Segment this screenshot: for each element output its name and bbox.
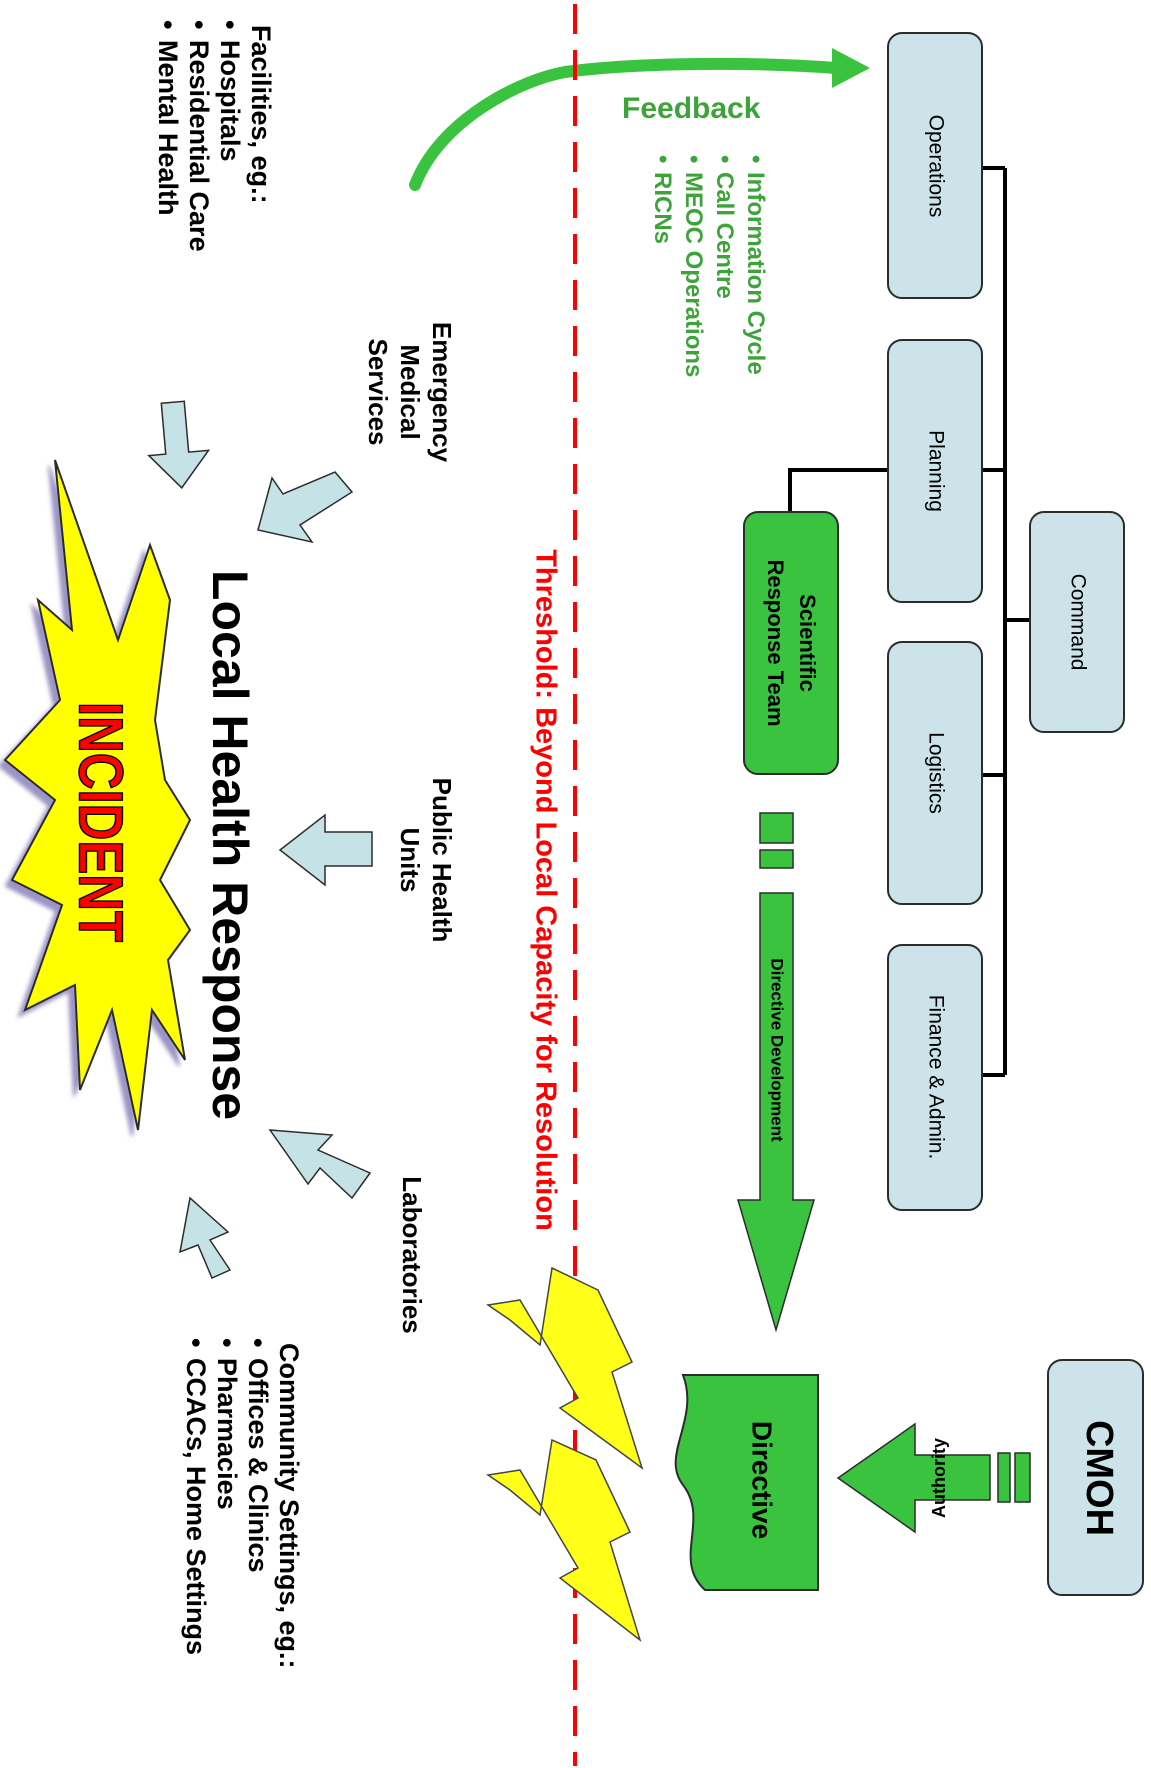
arrow-community bbox=[179, 1196, 232, 1279]
ics-label-operations: Operations bbox=[924, 115, 947, 218]
community-title: Community Settings, eg.: bbox=[274, 1343, 304, 1669]
facilities-bullet-2: • bbox=[184, 20, 214, 29]
feedback-bullet-2: • bbox=[711, 155, 738, 163]
community-bullet-2: • bbox=[212, 1338, 242, 1347]
ems-line-3: Services bbox=[363, 339, 393, 446]
scientific-team-line2: Response Team bbox=[763, 559, 788, 726]
scientific-team-line1: Scientific bbox=[795, 594, 820, 692]
cmoh-box: CMOH bbox=[1047, 1359, 1144, 1596]
ems-label: Emergency Medical Services bbox=[363, 322, 457, 463]
directive-label: Directive bbox=[747, 1421, 778, 1539]
threshold-group: Threshold: Beyond Local Capacity for Res… bbox=[529, 4, 577, 1766]
ics-label-logistics: Logistics bbox=[924, 732, 947, 814]
feedback-title: Feedback bbox=[622, 92, 761, 125]
ics-label-finance: Finance & Admin. bbox=[924, 995, 947, 1160]
incident-starburst-shape bbox=[3, 459, 192, 1131]
facilities-item-3: Mental Health bbox=[153, 40, 183, 216]
feedback-item-4: RICNs bbox=[649, 172, 676, 244]
community-bullet-3: • bbox=[181, 1338, 211, 1347]
scientific-response-team-box: Scientific Response Team bbox=[743, 511, 839, 775]
threshold-label: Threshold: Beyond Local Capacity for Res… bbox=[529, 549, 561, 1231]
ics-box-command: Command bbox=[1029, 511, 1125, 733]
community-bullet-1: • bbox=[243, 1338, 273, 1347]
arrow-laboratories bbox=[268, 1129, 372, 1200]
feedback-bullet-3: • bbox=[680, 155, 707, 163]
public-health-line-1: Public Health bbox=[427, 778, 457, 943]
community-item-1: Offices & Clinics bbox=[243, 1358, 273, 1573]
feedback-group: Feedback • Information Cycle • Call Cent… bbox=[409, 48, 870, 377]
feedback-arrowhead bbox=[832, 48, 870, 88]
authority-arrow: Authority bbox=[836, 1422, 1031, 1534]
feedback-bullet-4: • bbox=[649, 155, 676, 163]
public-health-units-label: Public Health Units bbox=[395, 778, 457, 943]
ems-line-1: Emergency bbox=[427, 322, 457, 463]
public-health-line-2: Units bbox=[395, 828, 425, 893]
facilities-item-1: Hospitals bbox=[215, 40, 245, 162]
incident-label: INCIDENT bbox=[65, 702, 134, 942]
lightning-bolt-icon-1 bbox=[486, 1266, 644, 1470]
directive-development-arrow: Directive Development bbox=[736, 812, 816, 1333]
facilities-item-2: Residential Care bbox=[184, 40, 214, 252]
directive-box: Directive bbox=[674, 1374, 819, 1591]
ics-box-finance: Finance & Admin. bbox=[887, 944, 983, 1211]
feedback-list: • Information Cycle • Call Centre • MEOC… bbox=[649, 155, 769, 377]
laboratories-label: Laboratories bbox=[397, 1176, 427, 1334]
incident-burst: INCIDENT bbox=[3, 459, 192, 1131]
ics-box-planning: Planning bbox=[887, 339, 983, 603]
community-item-2: Pharmacies bbox=[212, 1358, 242, 1510]
feedback-curve-arrow bbox=[409, 57, 841, 191]
feedback-bullet-1: • bbox=[742, 155, 769, 163]
arrow-facilities bbox=[147, 400, 211, 489]
authority-label: Authority bbox=[929, 1438, 949, 1518]
lightning-bolt-icon-2 bbox=[486, 1438, 642, 1643]
ics-label-command: Command bbox=[1066, 574, 1089, 671]
facilities-bullet-1: • bbox=[215, 20, 245, 29]
ics-label-planning: Planning bbox=[924, 430, 947, 512]
directive-development-label: Directive Development bbox=[768, 958, 787, 1142]
ems-line-2: Medical bbox=[395, 344, 425, 439]
feedback-item-1: Information Cycle bbox=[742, 172, 769, 375]
facilities-bullet-3: • bbox=[153, 20, 183, 29]
ics-box-operations: Operations bbox=[887, 32, 983, 299]
community-list: Community Settings, eg.: • Offices & Cli… bbox=[181, 1338, 304, 1669]
facilities-title: Facilities, eg.: bbox=[246, 25, 276, 204]
feedback-item-3: MEOC Operations bbox=[680, 172, 707, 377]
arrow-ems bbox=[257, 471, 354, 544]
arrow-public-health bbox=[278, 813, 373, 887]
feedback-item-2: Call Centre bbox=[711, 172, 738, 299]
local-health-response-title: Local Health Response bbox=[202, 570, 258, 1120]
facilities-list: Facilities, eg.: • Hospitals • Residenti… bbox=[153, 20, 276, 252]
community-item-3: CCACs, Home Settings bbox=[181, 1358, 211, 1655]
ics-box-logistics: Logistics bbox=[887, 641, 983, 905]
cmoh-label: CMOH bbox=[1078, 1420, 1120, 1536]
